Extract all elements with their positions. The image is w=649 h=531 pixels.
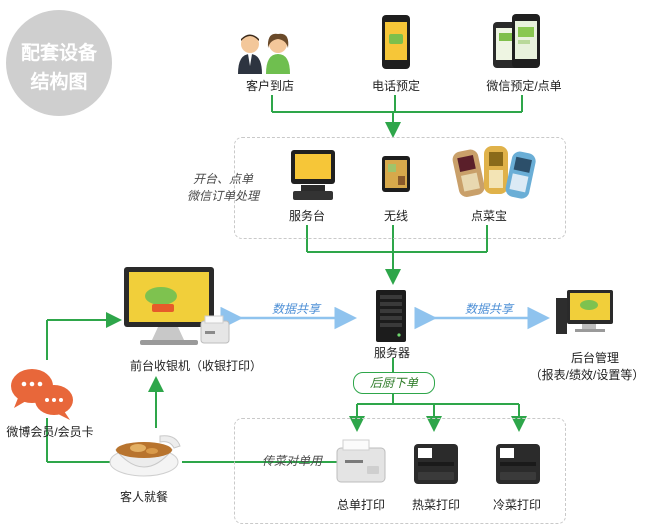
phone-label: 电话预定 [371,79,420,93]
cashier-label: 前台收银机（收银打印） [130,359,263,373]
server-label: 服务器 [373,346,410,360]
kitchen-connector [349,358,527,432]
backend-label-2: （报表/绩效/设置等） [529,368,645,382]
dianbao-label: 点菜宝 [470,209,507,223]
data-share-left-label: 数据共享 [272,302,321,316]
ordering-note-line-2: 微信订单处理 [186,189,259,203]
member-loop-connector [46,312,340,463]
printer-group-frame [234,418,566,524]
structure-badge: 配套设备 结构图 [6,10,112,116]
kitchen-order-label: 后厨下单 [369,376,418,390]
badge-line-1: 配套设备 [20,43,97,64]
kitchen-order-badge: 后厨下单 [353,372,435,394]
ordering-group-frame [234,137,566,239]
member-label: 微博会员/会员卡 [6,425,94,439]
backend-label-1: 后台管理 [570,351,619,365]
wechat-label: 微信预定/点单 [486,79,562,93]
hot-print-label: 热菜打印 [411,498,460,512]
wireless-label: 无线 [383,209,408,223]
customer-label: 客户到店 [245,79,294,93]
badge-line-2: 结构图 [30,72,88,93]
data-share-right-label: 数据共享 [465,302,514,316]
pass-order-label: 传菜对单用 [262,454,323,468]
service-desk-label: 服务台 [288,209,325,223]
guest-label: 客人就餐 [119,490,168,504]
ordering-note-line-1: 开台、点单 [192,172,253,186]
total-print-label: 总单打印 [336,498,385,512]
cold-print-label: 冷菜打印 [492,498,541,512]
top-merge-connector [271,95,523,138]
